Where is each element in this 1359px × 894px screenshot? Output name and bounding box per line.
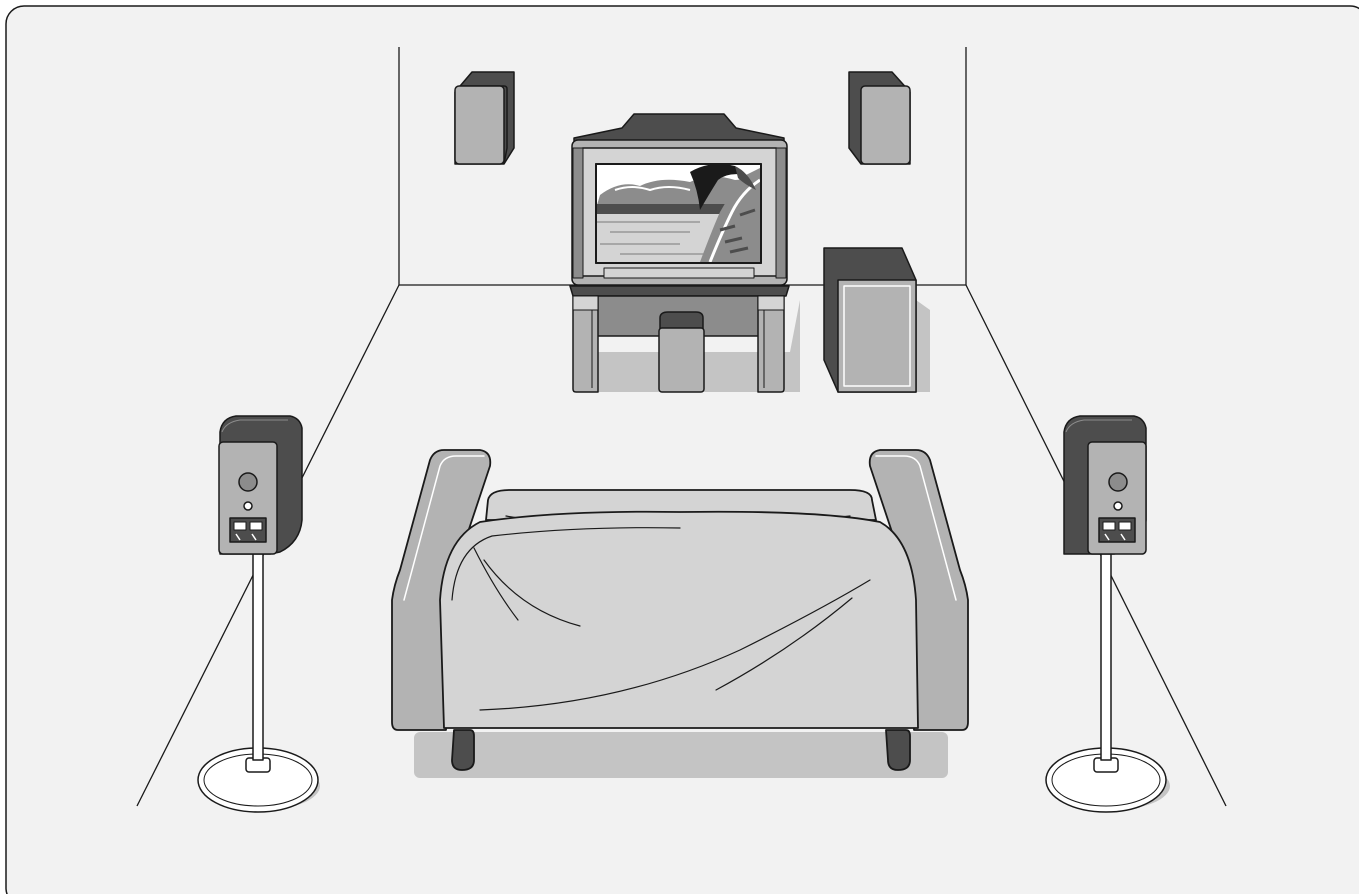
sofa-shadow bbox=[414, 732, 948, 778]
sofa bbox=[392, 450, 968, 770]
front-left-speaker bbox=[455, 72, 514, 164]
center-speaker bbox=[659, 312, 704, 392]
tv-screen-image bbox=[597, 164, 760, 262]
front-right-speaker bbox=[849, 72, 910, 164]
